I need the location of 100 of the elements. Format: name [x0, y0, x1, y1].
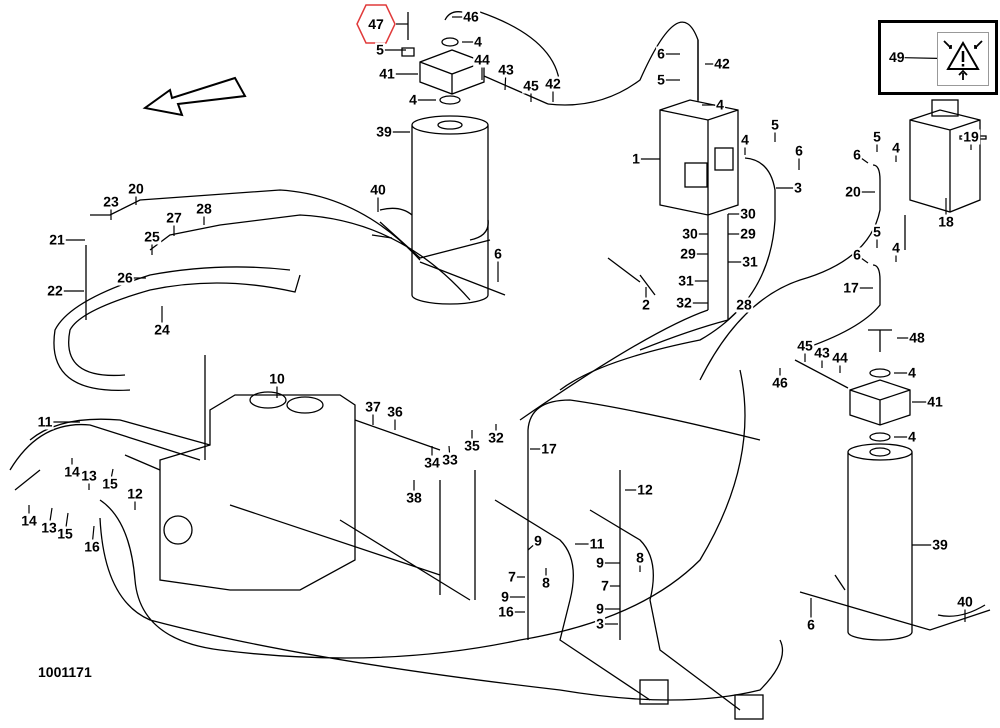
callout-number: 35 [463, 438, 481, 454]
leader-line [497, 262, 499, 282]
callout-number: 10 [268, 372, 286, 386]
leader-line [666, 79, 680, 81]
callout-number: 13 [40, 520, 58, 536]
callout-number: 15 [56, 526, 74, 542]
callout-number: 43 [813, 346, 831, 360]
callout-number: 5 [656, 72, 666, 88]
leader-line [71, 458, 73, 464]
callout-number: 4 [740, 132, 750, 148]
callout-number: 49 [889, 50, 905, 65]
callout-number: 38 [405, 490, 423, 506]
callout-number: 32 [487, 430, 505, 446]
callout-number: 4 [473, 34, 483, 50]
callout-number: 6 [852, 248, 862, 262]
leader-line [28, 505, 30, 514]
callout-number: 23 [102, 194, 120, 210]
callout-number: 8 [635, 550, 645, 566]
leader-line [776, 187, 794, 189]
callout-number: 41 [378, 66, 396, 82]
leader-line [545, 568, 547, 576]
leader-line [530, 448, 540, 450]
leader-line [53, 421, 80, 423]
callout-number: 7 [600, 578, 610, 594]
callout-number: 22 [46, 284, 64, 298]
callout-number: 45 [522, 78, 540, 94]
leader-line [625, 489, 636, 491]
callout-number: 45 [796, 338, 814, 354]
callout-number: 2 [641, 298, 651, 312]
callout-number: 9 [533, 534, 543, 548]
leader-line [276, 386, 278, 398]
leader-line [151, 244, 153, 255]
leader-line [173, 226, 175, 236]
leader-line [810, 598, 812, 618]
callout-number: 4 [408, 92, 418, 108]
callout-number: 18 [937, 214, 955, 230]
leader-line [471, 430, 473, 438]
callout-number: 9 [500, 590, 510, 604]
callout-number: 25 [143, 230, 161, 244]
callout-number: 6 [852, 148, 862, 162]
callout-number: 6 [806, 618, 816, 632]
leader-line [392, 131, 410, 133]
callout-number: 6 [794, 144, 804, 158]
leader-line [530, 94, 532, 102]
callout-number: 4 [715, 98, 725, 112]
leader-line [203, 216, 205, 225]
leader-line [945, 198, 947, 214]
leader-line [894, 436, 908, 438]
leader-line [639, 566, 641, 572]
callout-number: 29 [739, 226, 757, 242]
callout-number: 43 [497, 62, 515, 78]
callout-number: 11 [588, 536, 606, 552]
leader-line [821, 360, 823, 368]
leader-line [161, 306, 163, 322]
callout-number: 29 [679, 246, 697, 262]
callout-number: 5 [872, 130, 882, 144]
drawing-number: 1001171 [38, 664, 92, 680]
leader-line [904, 57, 938, 59]
leader-line [604, 562, 620, 564]
leader-line [481, 68, 483, 80]
callout-number: 46 [462, 10, 480, 24]
leader-line [66, 239, 85, 241]
leader-line [88, 484, 90, 490]
leader-line [912, 401, 926, 403]
callout-number: 17 [540, 442, 558, 456]
callout-number: 30 [739, 206, 757, 222]
leader-line [862, 191, 875, 193]
callout-number: 28 [195, 202, 213, 216]
leader-line [774, 132, 776, 142]
callout-number: 12 [126, 486, 144, 502]
leader-line [698, 233, 708, 235]
leader-line [610, 585, 620, 587]
callout-number: 40 [956, 594, 974, 610]
callout-number: 1 [631, 152, 641, 166]
callout-number: 4 [907, 366, 917, 380]
leader-line [377, 198, 379, 212]
leader-line [705, 63, 714, 65]
leader-line [862, 258, 868, 264]
leader-line [64, 290, 84, 292]
callout-number: 41 [926, 394, 944, 410]
leader-line [666, 53, 680, 55]
leader-line [779, 368, 781, 376]
callout-number: 21 [48, 232, 66, 248]
callout-number: 14 [20, 514, 38, 528]
callout-number: 44 [831, 350, 849, 366]
leader-line [798, 158, 800, 170]
callout-number: 46 [771, 376, 789, 390]
leader-line [728, 312, 736, 320]
leader-line [394, 420, 396, 430]
callout-number: 7 [507, 570, 517, 584]
leader-line [839, 366, 841, 373]
callout-number: 6 [656, 46, 666, 62]
leader-line [575, 543, 589, 545]
leader-line [876, 144, 878, 152]
callout-number: 20 [844, 184, 862, 200]
leader-line [970, 144, 972, 150]
leader-line [396, 73, 418, 75]
callout-number: 5 [770, 118, 780, 132]
leader-line [504, 77, 506, 90]
highlighted-callout: 47 [356, 4, 396, 44]
